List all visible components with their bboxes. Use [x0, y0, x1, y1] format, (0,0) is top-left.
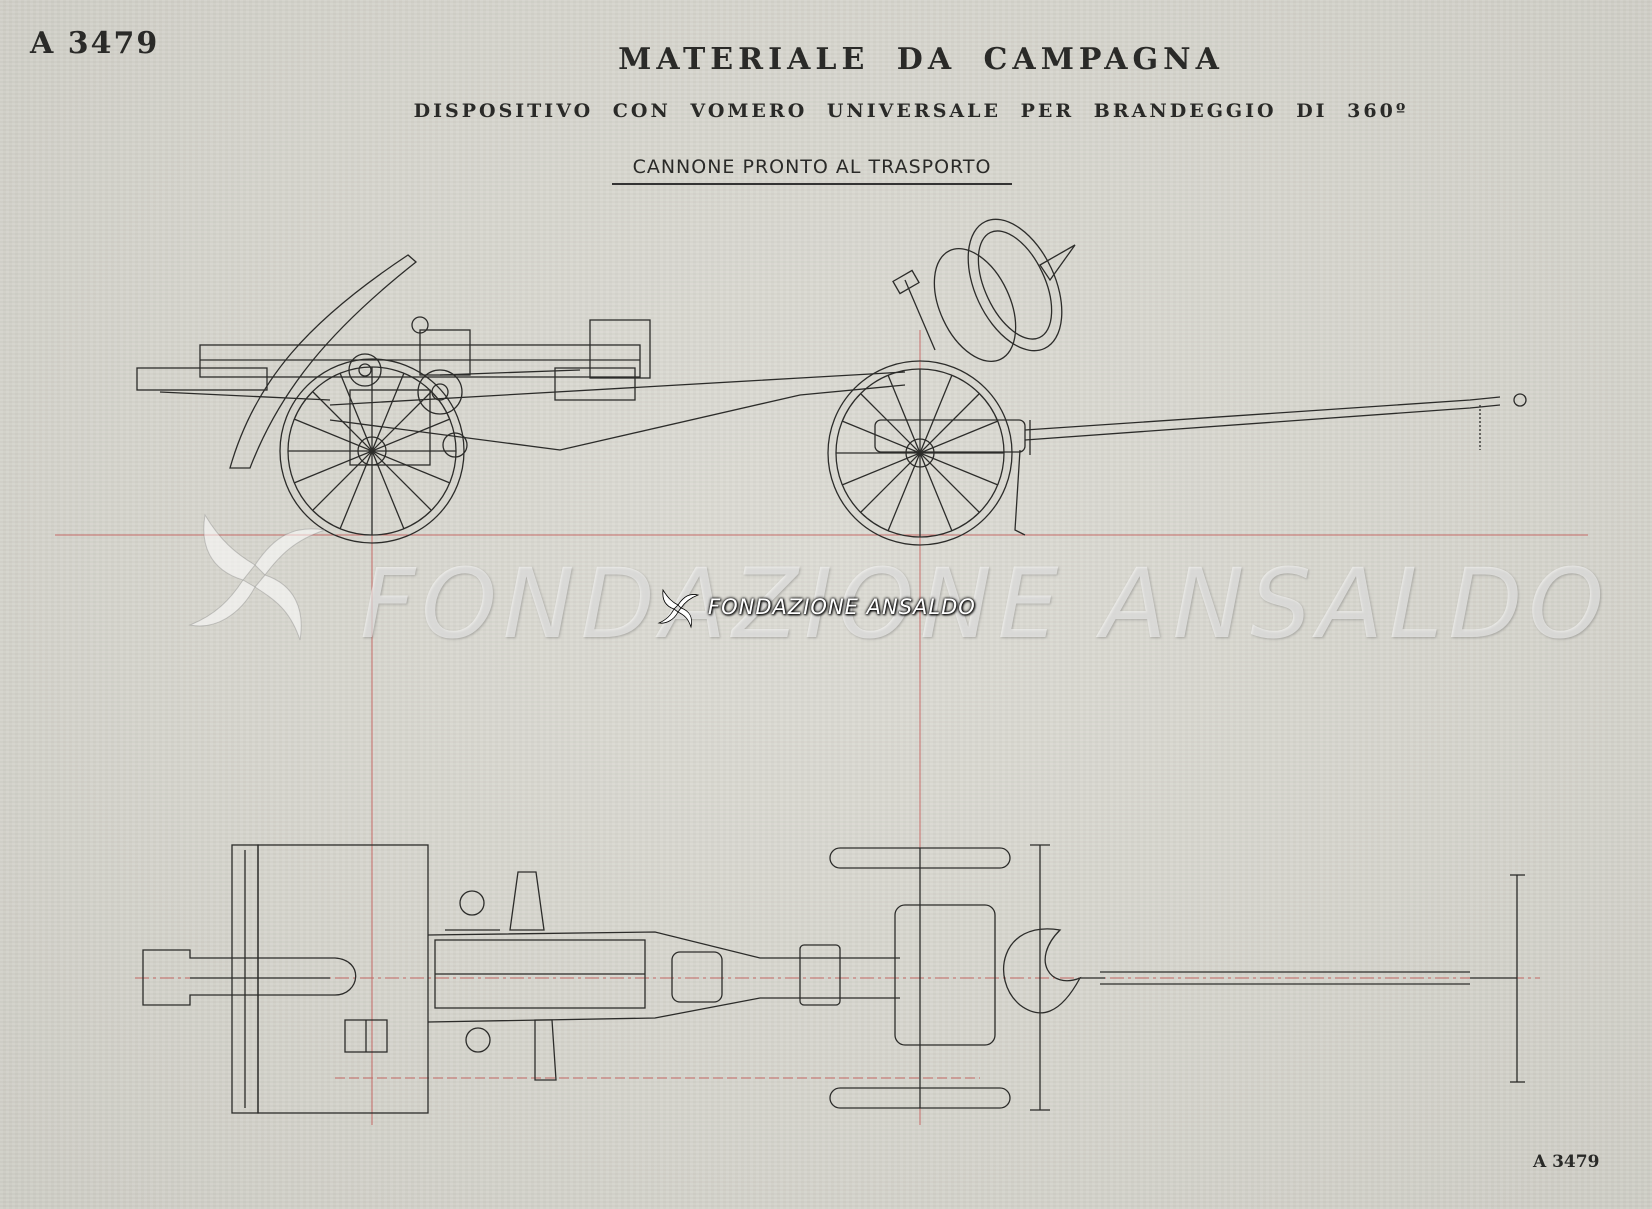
- swingletree-plan: [1030, 844, 1050, 1111]
- watermark-small-text: FONDAZIONE ANSALDO: [708, 595, 976, 619]
- ansaldo-swirl-logo-icon: [188, 513, 326, 641]
- barrel-plan: [142, 949, 357, 1006]
- draw-pole-side: [1024, 393, 1527, 455]
- drawing-reference-number: A 3479: [30, 26, 160, 61]
- gun-shield-side: [229, 254, 418, 469]
- draw-pole-plan: [1100, 874, 1525, 1083]
- ansaldo-swirl-logo-icon: [657, 588, 700, 629]
- gunner-seat-top: [509, 871, 545, 931]
- side-elevation-view: [136, 218, 1527, 546]
- drawing-reference-number-bottom: A 3479: [1533, 1152, 1600, 1172]
- support-leg: [1014, 449, 1026, 536]
- caption-underline: [612, 183, 1012, 185]
- watermark-large-text: FONDAZIONE ANSALDO: [360, 548, 1610, 660]
- breech-mechanism: [348, 316, 471, 466]
- trail-side: [329, 369, 906, 451]
- equipment-box-1: [671, 951, 723, 1003]
- gun-barrel-side: [136, 319, 651, 401]
- elevation-handwheel-plan: [445, 890, 500, 1053]
- drawing-title: MATERIALE DA CAMPAGNA: [618, 42, 1224, 77]
- plough-disc-plan: [894, 904, 1105, 1046]
- shield-plan: [231, 844, 429, 1114]
- limber-bracket: [874, 419, 1026, 453]
- equipment-box-2: [799, 944, 841, 1006]
- limber-wheels-plan: [829, 847, 1011, 1109]
- rear-wheel: [279, 358, 465, 544]
- universal-plough-disc: [892, 218, 1076, 363]
- plan-view: [142, 844, 1525, 1114]
- drawing-subtitle: DISPOSITIVO CON VOMERO UNIVERSALE PER BR…: [413, 100, 1409, 122]
- drawing-caption: CANNONE PRONTO AL TRASPORTO: [632, 156, 992, 178]
- limber-wheel: [827, 360, 1013, 546]
- construction-lines: [55, 330, 1588, 1125]
- gunner-seat-bottom: [534, 1019, 557, 1081]
